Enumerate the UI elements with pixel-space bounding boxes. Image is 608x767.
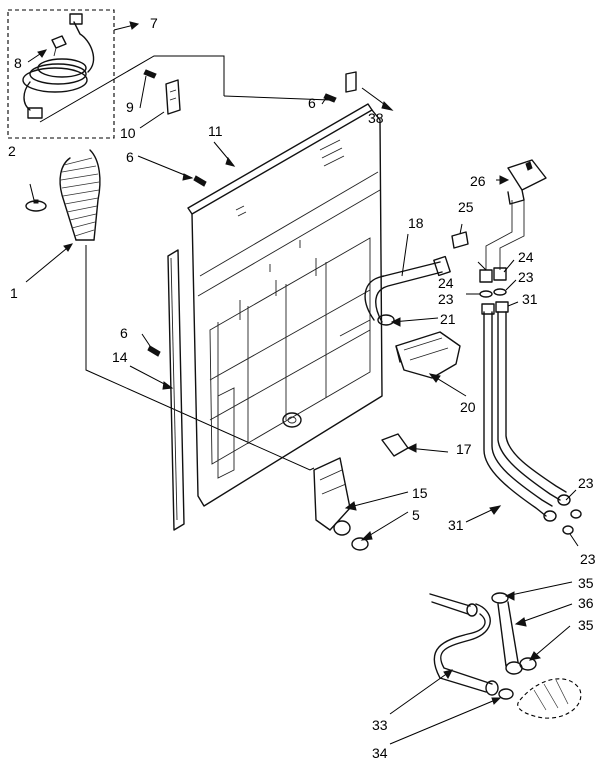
callout-21: 21	[440, 311, 456, 327]
callout-6-lower: 6	[120, 325, 128, 341]
callout-33: 33	[372, 717, 388, 733]
power-cord-kit	[7, 9, 115, 139]
fill-hoses	[481, 301, 582, 535]
pump	[313, 457, 369, 551]
kit-dashed-box	[7, 9, 115, 139]
callout-17: 17	[456, 441, 472, 457]
air-dome	[395, 331, 461, 379]
callout-20: 20	[460, 399, 476, 415]
callout-9: 9	[126, 99, 134, 115]
callout-23-lower-right: 23	[580, 551, 596, 567]
callout-18: 18	[408, 215, 424, 231]
drain-hose	[25, 149, 101, 241]
callout-31-top: 31	[522, 291, 538, 307]
strain-relief	[165, 71, 357, 115]
callout-36: 36	[578, 595, 594, 611]
callout-15: 15	[412, 485, 428, 501]
screws	[143, 69, 337, 357]
callout-7: 7	[150, 15, 158, 31]
callout-23-right: 23	[518, 269, 534, 285]
callout-34: 34	[372, 745, 388, 761]
reference-lines	[39, 55, 331, 471]
arrowheads	[37, 21, 542, 705]
plug-button	[381, 433, 409, 457]
callout-2: 2	[8, 143, 16, 159]
callout-24-left: 24	[438, 275, 454, 291]
side-rail	[167, 249, 185, 531]
callout-38: 38	[368, 110, 384, 126]
callout-26: 26	[470, 173, 486, 189]
callout-6-upper: 6	[126, 149, 134, 165]
callout-10: 10	[120, 125, 136, 141]
callout-11: 11	[208, 123, 223, 139]
callout-labels: 7 8 2 1 9 10 6 11 6 38 6 14 18 25 26 24 …	[8, 15, 596, 761]
pump-hoses	[429, 592, 582, 719]
callout-24-right: 24	[518, 249, 534, 265]
callout-23-left: 23	[438, 291, 454, 307]
water-valve	[451, 159, 547, 298]
callout-14: 14	[112, 349, 128, 365]
callout-35-top: 35	[578, 575, 594, 591]
callout-5: 5	[412, 507, 420, 523]
callout-31-bottom: 31	[448, 517, 464, 533]
callout-23-upper-right: 23	[578, 475, 594, 491]
callout-35-bottom: 35	[578, 617, 594, 633]
callout-6-top: 6	[308, 95, 316, 111]
inlet-hose	[364, 255, 451, 326]
callout-8: 8	[14, 55, 22, 71]
rear-panel	[187, 103, 383, 507]
callout-25: 25	[458, 199, 474, 215]
callout-1: 1	[10, 285, 18, 301]
callout-leaders	[25, 23, 579, 745]
